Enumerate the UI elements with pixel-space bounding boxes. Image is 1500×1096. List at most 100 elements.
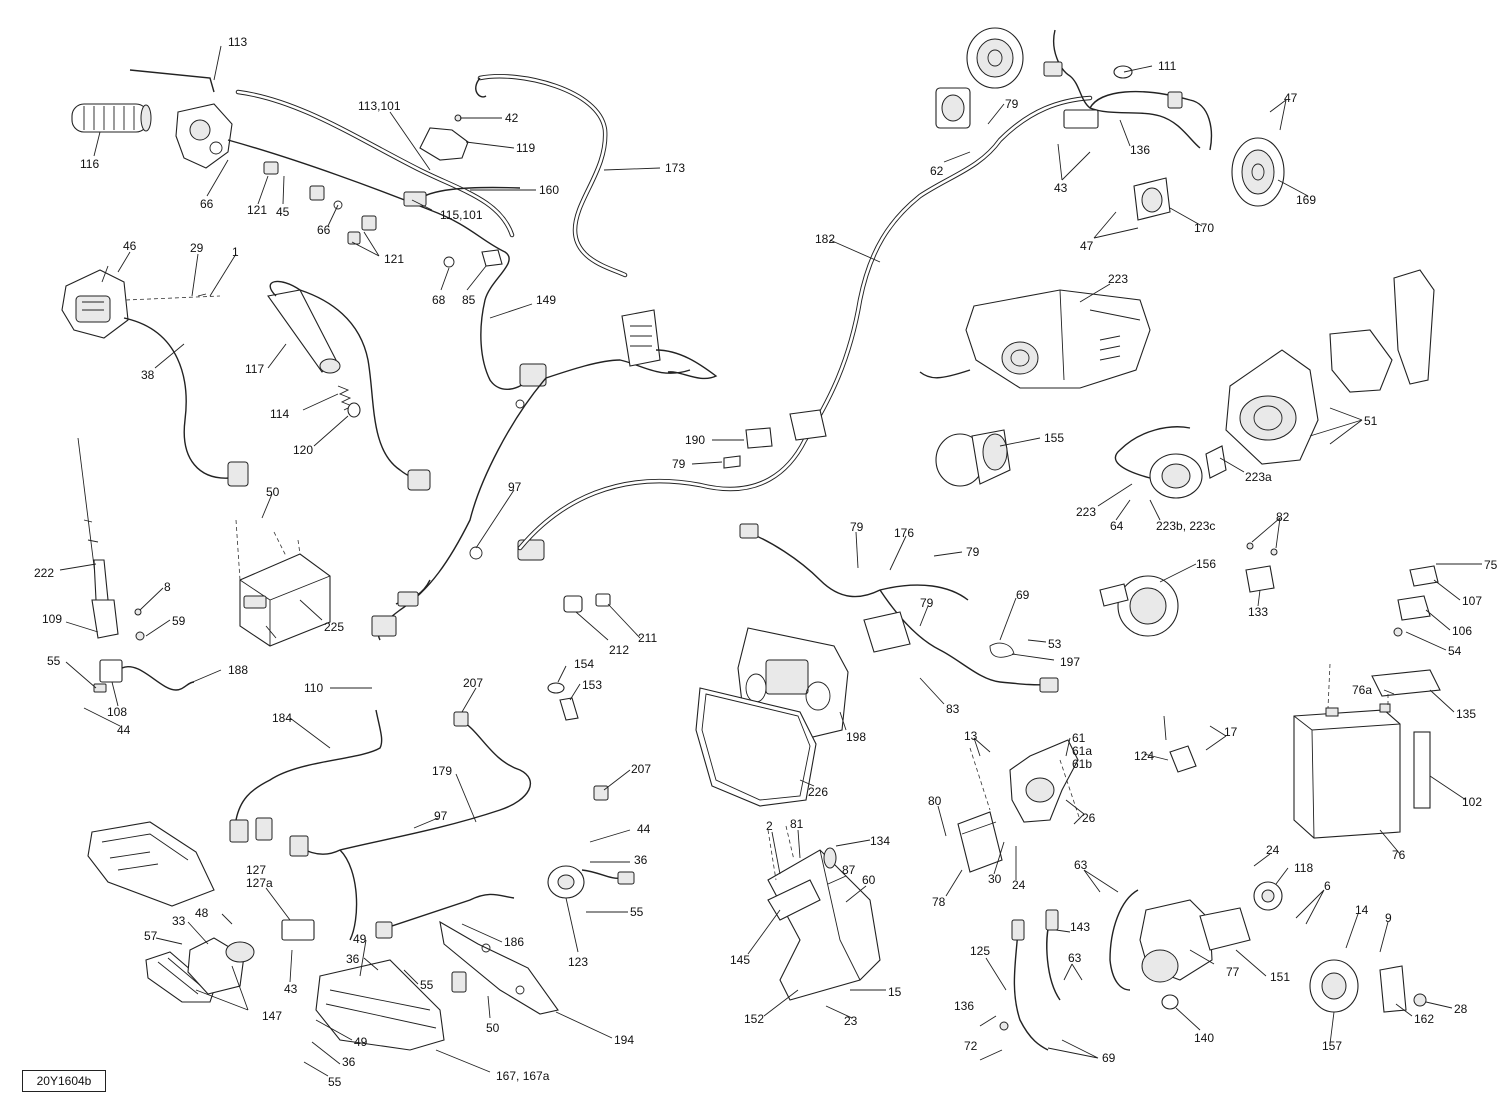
- callout-76: 76: [1392, 848, 1406, 862]
- module-173-bracket: [621, 309, 718, 380]
- buzzer-123: [547, 865, 635, 899]
- hydraulic-unit-77: [1109, 889, 1251, 1010]
- connectors-211-212: [563, 593, 611, 613]
- bracket-33: [187, 937, 255, 995]
- throttle-cable: [129, 69, 515, 238]
- callout-2: 2: [766, 819, 773, 833]
- small-clips-121: [263, 161, 377, 245]
- callout-1: 1: [232, 245, 239, 259]
- callout-102: 102: [1462, 795, 1482, 809]
- callout-113: 113: [228, 35, 247, 49]
- callout-212: 212: [609, 643, 629, 657]
- callout-63: 63: [1068, 951, 1082, 965]
- taillight-upper: [87, 821, 215, 907]
- callout-157: 157: [1322, 1039, 1342, 1053]
- callout-106: 106: [1452, 624, 1472, 638]
- callout-61a: 61a: [1072, 744, 1092, 758]
- callout-17: 17: [1224, 725, 1238, 739]
- callout-169: 169: [1296, 193, 1316, 207]
- callout-47: 47: [1284, 91, 1298, 105]
- callout-194: 194: [614, 1033, 634, 1047]
- handlebar-control-left: [61, 265, 249, 487]
- harness-182: [517, 95, 1093, 551]
- socket-153: [547, 682, 579, 721]
- drawing-code: 20Y1604b: [22, 1070, 106, 1092]
- callout-156: 156: [1196, 557, 1216, 571]
- callout-63: 63: [1074, 858, 1088, 872]
- callout-167-167a: 167, 167a: [496, 1069, 550, 1083]
- callout-69: 69: [1102, 1051, 1116, 1065]
- callout-82: 82: [1276, 510, 1290, 524]
- bracket-194: [439, 920, 559, 1015]
- callout-81: 81: [790, 817, 804, 831]
- callout-133: 133: [1248, 605, 1268, 619]
- callout-223: 223: [1076, 505, 1096, 519]
- callout-15: 15: [888, 985, 902, 999]
- callout-43: 43: [284, 982, 298, 996]
- tweeter-170: [1133, 177, 1171, 221]
- connector-108-harness-188: [93, 608, 195, 693]
- callout-153: 153: [582, 678, 602, 692]
- callout-155: 155: [1044, 431, 1064, 445]
- callout-55: 55: [420, 978, 434, 992]
- callout-61: 61: [1072, 731, 1086, 745]
- callout-124: 124: [1134, 749, 1154, 763]
- callout-211: 211: [638, 631, 657, 645]
- callout-13: 13: [964, 729, 978, 743]
- speaker-harness: [1043, 29, 1213, 151]
- callout-226: 226: [808, 785, 828, 799]
- callout-184: 184: [272, 711, 292, 725]
- callout-115-101: 115,101: [440, 208, 483, 222]
- callout-127: 127: [246, 863, 266, 877]
- callout-76a: 76a: [1352, 683, 1372, 697]
- callout-186: 186: [504, 935, 524, 949]
- callout-123: 123: [568, 955, 588, 969]
- callout-173: 173: [665, 161, 685, 175]
- callout-79: 79: [920, 596, 934, 610]
- callout-26: 26: [1082, 811, 1096, 825]
- callout-147: 147: [262, 1009, 282, 1023]
- callout-44: 44: [117, 723, 131, 737]
- callout-135: 135: [1456, 707, 1476, 721]
- callout-44: 44: [637, 822, 651, 836]
- callout-179: 179: [432, 764, 452, 778]
- callout-53: 53: [1048, 637, 1062, 651]
- callout-223b-223c: 223b, 223c: [1156, 519, 1215, 533]
- projector-155: [935, 429, 1011, 487]
- callout-49: 49: [354, 1035, 368, 1049]
- callout-77: 77: [1226, 965, 1240, 979]
- callout-125: 125: [970, 944, 990, 958]
- callout-118: 118: [1294, 861, 1313, 875]
- callout-50: 50: [266, 485, 280, 499]
- sensor-133: [1245, 542, 1278, 593]
- callout-119: 119: [516, 141, 535, 155]
- actuator-61: [969, 739, 1081, 823]
- callout-134: 134: [870, 834, 890, 848]
- callout-66: 66: [317, 223, 331, 237]
- bracket-152: [767, 825, 881, 1001]
- callout-117: 117: [245, 362, 264, 376]
- callout-170: 170: [1194, 221, 1214, 235]
- callout-207: 207: [463, 676, 483, 690]
- horn-157: [1309, 959, 1427, 1013]
- callout-79: 79: [966, 545, 980, 559]
- callout-61b: 61b: [1072, 757, 1092, 771]
- callout-87: 87: [842, 863, 856, 877]
- callout-47: 47: [1080, 239, 1094, 253]
- callout-225: 225: [324, 620, 344, 634]
- harness-179-184: [229, 709, 609, 993]
- bezel-226: [695, 687, 817, 807]
- callout-36: 36: [342, 1055, 356, 1069]
- callout-14: 14: [1355, 903, 1369, 917]
- relay-124: [1163, 715, 1197, 773]
- callout-36: 36: [346, 952, 360, 966]
- taillight-167: [315, 959, 445, 1051]
- callout-42: 42: [505, 111, 519, 125]
- leader-lines: [59, 45, 1482, 1077]
- callout-110: 110: [304, 681, 323, 695]
- parts-layer: [61, 27, 1441, 1051]
- callout-51: 51: [1364, 414, 1378, 428]
- module-225: [235, 519, 331, 647]
- callout-85: 85: [462, 293, 476, 307]
